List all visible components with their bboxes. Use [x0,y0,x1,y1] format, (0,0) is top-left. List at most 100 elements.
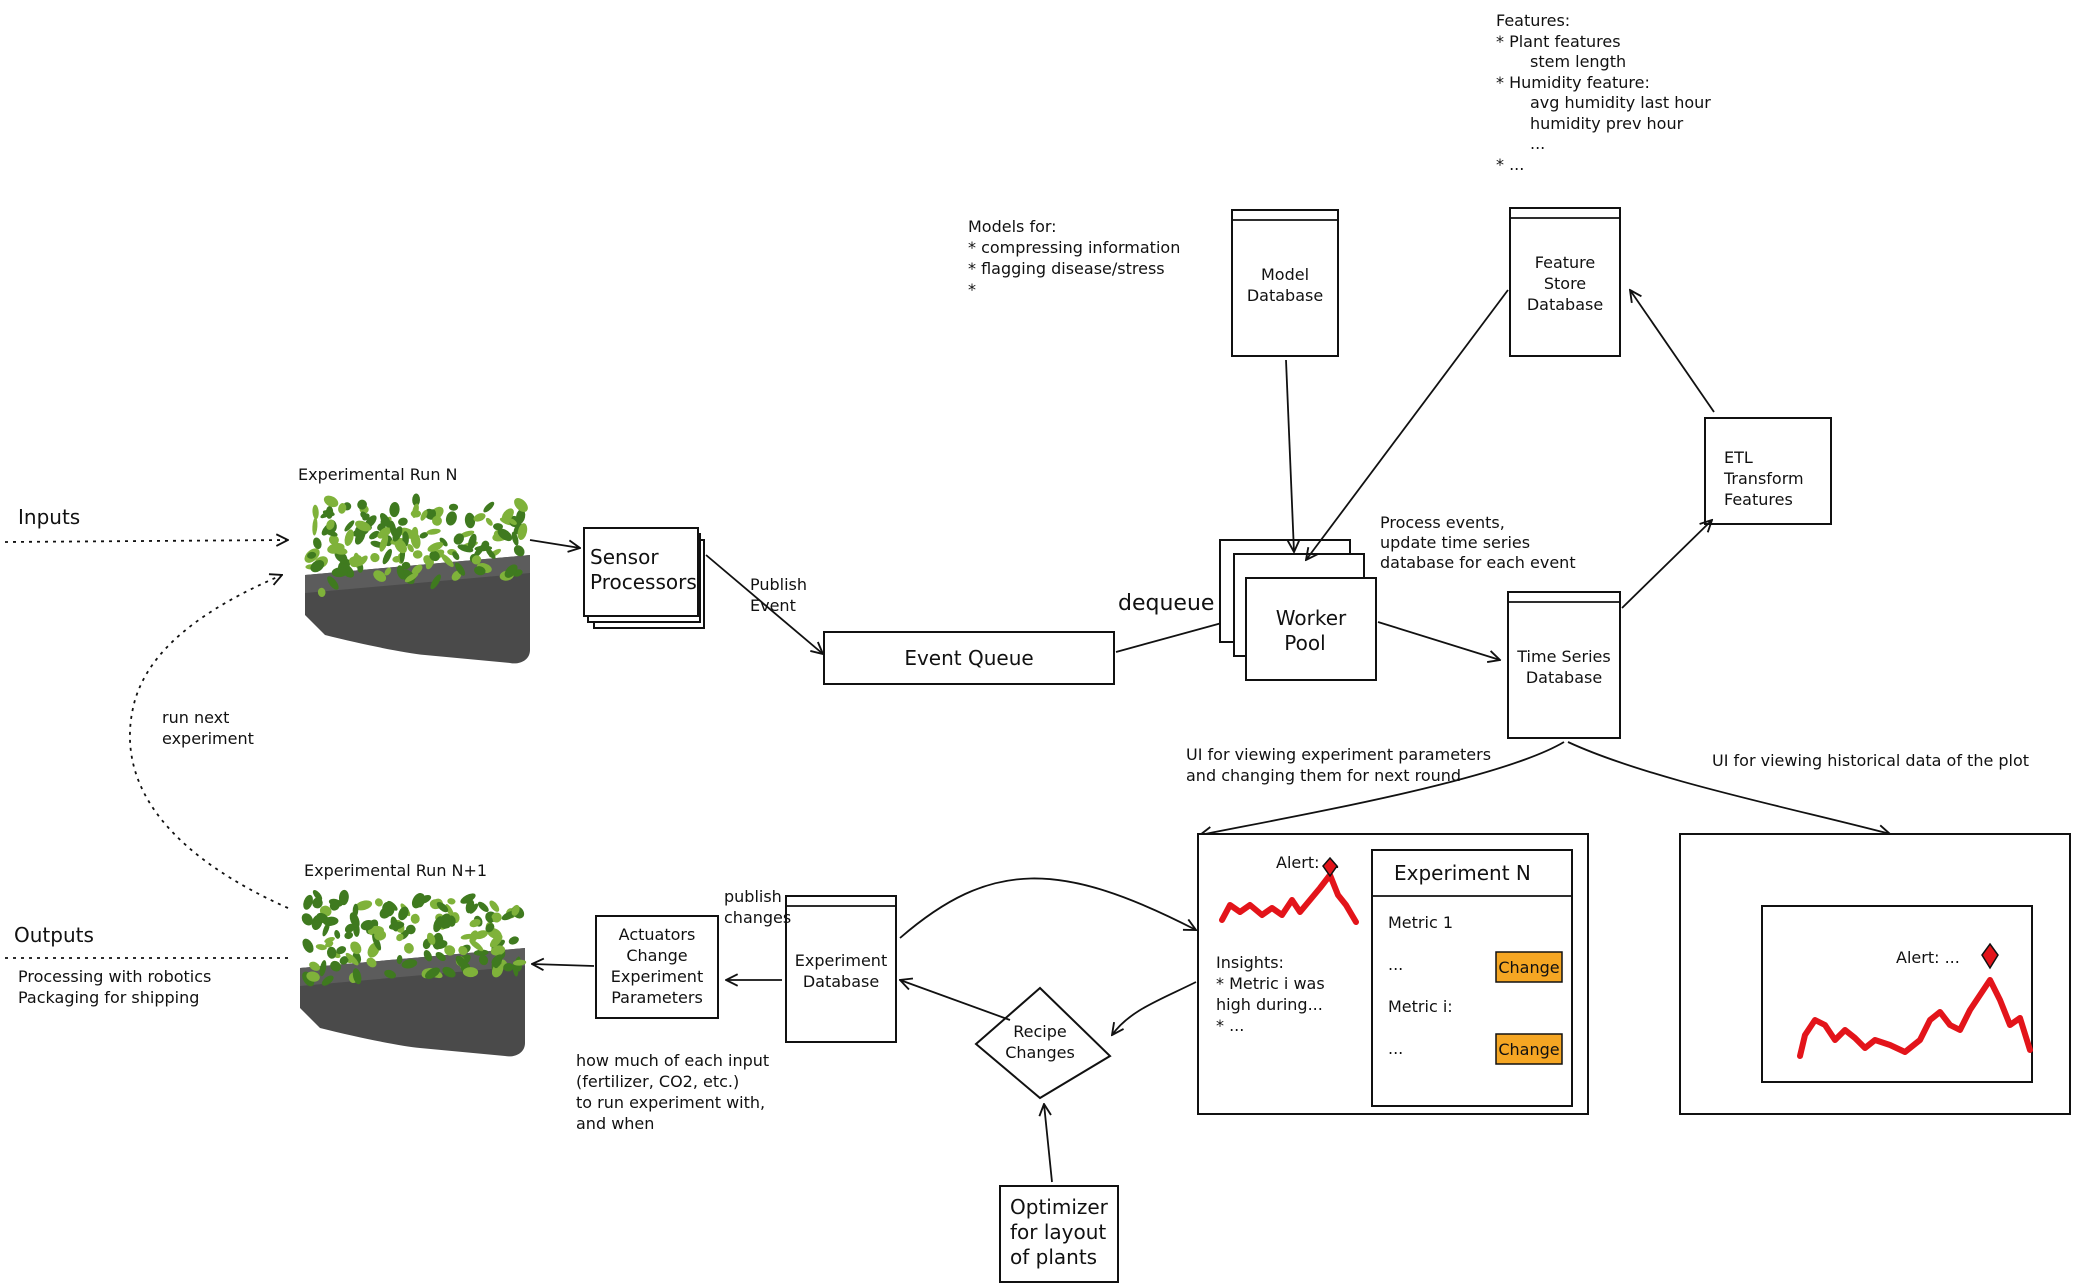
arrow-ui-to-recipe [1112,981,1197,1035]
arrow-model-to-worker [1285,359,1294,552]
seedling-leaf [310,559,325,573]
seedling-leaf [323,495,339,508]
seedling-leaf [491,912,502,923]
seedling-leaf [355,520,371,532]
seedling-leaf [352,968,362,985]
seedling-leaf [483,501,495,513]
seedling-leaf [430,574,441,590]
history-ui-alert: Alert: ... [1896,948,1960,967]
seedling-leaf [412,493,421,507]
seedling-leaf [434,940,448,949]
seedling-leaf [452,551,460,560]
seedling-leaf [460,893,476,904]
seedling-leaf [429,550,440,562]
seedling-leaf [312,889,323,901]
seedling-leaf [379,906,392,919]
seedling-leaf [489,934,503,948]
seedling-leaf [464,512,476,529]
plant-tray-run-n1 [300,889,527,1057]
seedling-leaf [322,922,330,937]
actuators-label-1: Actuators [619,925,696,944]
features-note-8: * ... [1496,155,1524,174]
seedling-leaf [327,576,339,590]
seedling-leaf [326,519,335,530]
seedling-leaf [489,900,500,912]
seedling-leaf [302,938,314,953]
recipe-changes-label-1: Recipe [1013,1022,1066,1041]
seedling-leaf [326,946,337,959]
history-ui-panel: Alert: ... [1679,833,2071,1115]
seedling-leaf [503,962,514,972]
seedling-leaf [420,510,428,521]
process-events-note-2: update time series [1380,533,1530,552]
arrow-optimizer-to-recipe [1044,1104,1053,1183]
run-next-label-2: experiment [162,729,254,748]
seedling-leaf [412,550,423,559]
seedling-leaf [331,567,348,578]
seedling-leaf [301,913,314,926]
etl-label-3: Features [1724,490,1793,509]
seedling-leaf [504,564,518,578]
features-note-7: ... [1530,134,1545,153]
seedling-leaf [407,544,414,553]
seedling-leaf [467,533,477,550]
feature-store-label-1: Feature [1535,253,1595,272]
arrow-worker-to-timeseries [1377,621,1500,660]
change-button-2[interactable]: Change [1495,1033,1563,1065]
event-queue-node: Event Queue [823,631,1115,685]
seedling-leaf [338,889,349,906]
ui-params-note-2: and changing them for next round [1186,766,1461,785]
seedling-leaf [485,923,495,933]
feature-store-label-3: Database [1527,295,1603,314]
seedling-leaf [344,529,354,546]
experiment-ui-alert-line [1219,872,1359,925]
seedling-leaf [451,570,462,581]
seedling-leaf [423,950,433,962]
arrow-actuators-to-tray [532,964,595,966]
outputs-label: Outputs [14,923,94,947]
seedling-leaf [403,943,414,954]
seedling-leaf [436,901,449,913]
features-note-2: * Plant features [1496,32,1621,51]
seedling-leaf [396,955,403,965]
seedling-leaf [455,955,468,969]
seedling-leaf [355,900,373,911]
arrow-sensor-to-queue [705,554,823,654]
model-database-node: Model Database [1231,209,1339,357]
features-note-6: humidity prev hour [1530,114,1684,133]
optimizer-label-1: Optimizer [1010,1195,1109,1219]
features-note-3: stem length [1530,52,1626,71]
seedling-leaf [398,517,408,526]
seedling-leaf [379,534,389,552]
metric-1-label: Metric 1 [1388,913,1453,932]
seedling-leaf [377,526,392,539]
seedling-leaf [320,510,333,519]
process-events-note-3: database for each event [1380,553,1576,572]
seedling-leaf [354,528,366,545]
seedling-leaf [357,499,367,510]
actuators-label-3: Experiment [611,967,703,986]
seedling-leaf [458,946,468,956]
actuators-label-2: Change [626,946,687,965]
seedling-leaf [460,933,474,940]
seedling-leaf [462,967,479,978]
metric-i-value: ... [1388,1039,1403,1058]
change-button-2-label: Change [1498,1040,1559,1059]
model-database-label-2: Database [1247,286,1323,305]
seedling-leaf [426,528,441,535]
seedling-leaf [373,570,387,582]
seedling-leaf [350,941,362,955]
seedling-leaf [439,537,448,547]
optimizer-label-2: for layout [1010,1220,1106,1244]
seedling-leaf [485,548,496,559]
features-note-4: * Humidity feature: [1496,73,1650,92]
inputs-arrow [4,540,288,542]
seedling-leaf [411,893,425,909]
dequeue-label: dequeue [1118,591,1214,616]
seedling-leaf [313,537,322,550]
seedling-leaf [425,558,434,570]
change-button-1[interactable]: Change [1495,951,1563,983]
sensor-processors-label-1: Sensor [590,545,659,569]
feature-store-label-2: Store [1544,274,1586,293]
arrow-expdb-to-ui [899,877,1196,939]
